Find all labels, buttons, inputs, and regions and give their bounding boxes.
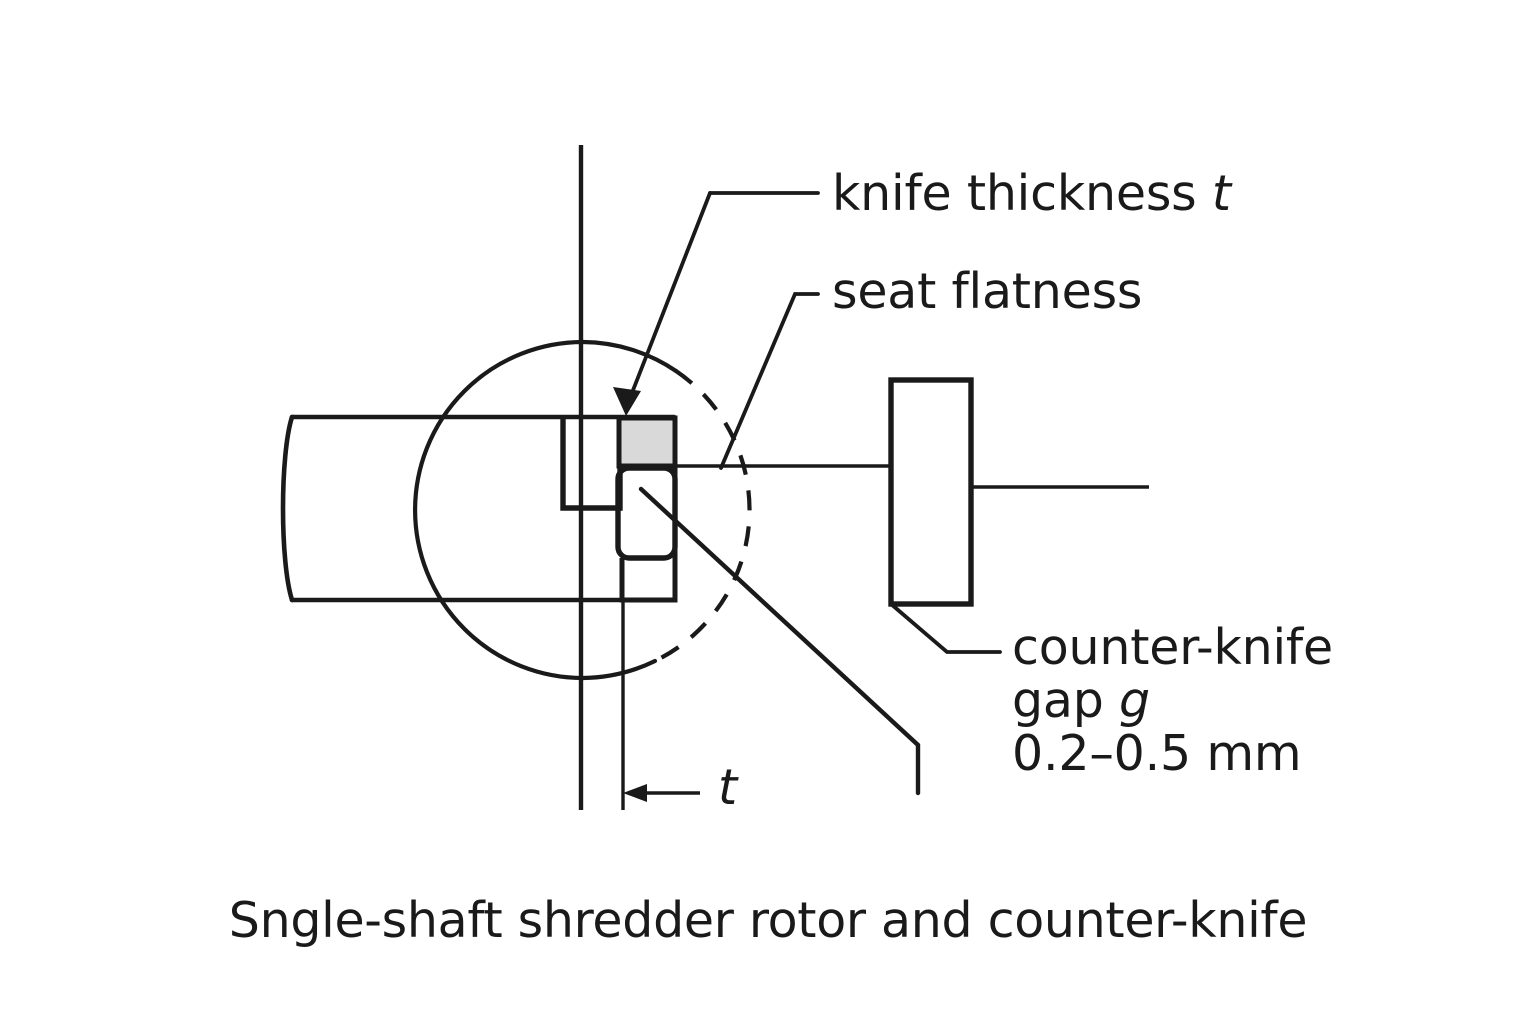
counter-knife-label-line1: counter-knife: [1012, 619, 1333, 676]
shaft-left-cap: [280, 414, 295, 603]
figure-caption: Sngle-shaft shredder rotor and counter-k…: [228, 892, 1308, 949]
rotor-cutting-circle-solid: [412, 339, 586, 681]
counter-knife-gap-value: 0.2–0.5 mm: [1012, 724, 1302, 782]
counter-knife-leader: [889, 602, 1002, 654]
counter-knife-label-line2: gap g: [1012, 671, 1333, 729]
label-seat-flatness: seat flatness: [832, 263, 1143, 320]
knife-holder-lower-box: [619, 558, 678, 603]
knife-thickness-face: [616, 415, 678, 469]
label-counter-knife-gap: counter-knife gap g 0.2–0.5 mm: [1012, 619, 1333, 782]
knife-thickness-text: knife thickness: [832, 165, 1212, 222]
rotor-cutting-circle-solid-lower-right: [580, 658, 658, 681]
counter-knife-gap-text: gap: [1012, 671, 1120, 729]
knife-thickness-symbol: t: [1211, 165, 1231, 222]
knife-thickness-leader-diagonal: [628, 191, 712, 400]
rotor-cutting-circle-solid-upper-right: [580, 339, 679, 374]
dimension-t-arrowhead: [623, 784, 647, 802]
counter-knife-block: [888, 377, 974, 607]
counter-knife-gap-symbol: g: [1119, 671, 1150, 729]
seat-surface-leader: [638, 486, 921, 796]
seat-flatness-leader: [719, 292, 820, 470]
knife-thickness-arrowhead: [613, 387, 641, 416]
knife-seat-pocket: [560, 418, 623, 511]
rotor-cutting-circle-dashed: [654, 369, 752, 663]
label-dimension-t: t: [718, 759, 738, 816]
label-knife-thickness: knife thickness t: [832, 165, 1231, 222]
